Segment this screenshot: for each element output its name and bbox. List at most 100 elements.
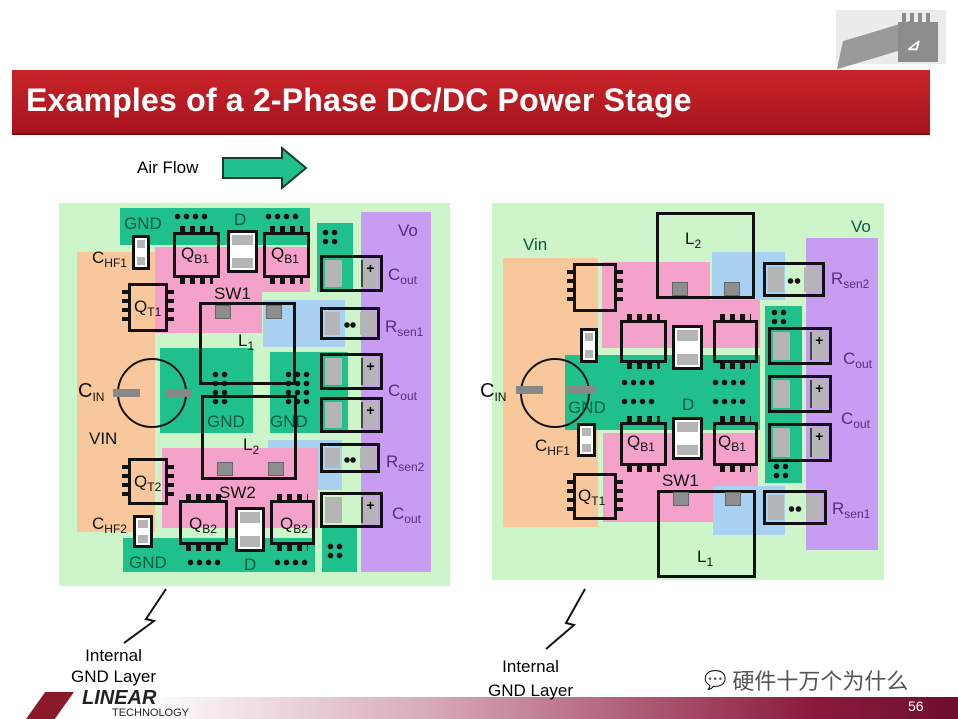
resistor-rsen1 [320,307,380,340]
label-qt2: QT2 [134,472,162,494]
label-qb1: QB1 [271,244,299,266]
label-cout: Cout [388,381,417,403]
l1-pad [673,492,689,506]
label-d: D [682,395,695,414]
vias [284,370,311,406]
capacitor-cout: + [768,423,832,462]
wechat-icon: 💬 [704,669,727,690]
vias [772,462,790,480]
label-rsen2: Rsen2 [386,452,425,474]
label-cin: CIN [78,380,105,404]
right-caption-line1: Internal [502,657,559,676]
resistor-rsen2 [320,443,380,473]
l1-pad [215,305,231,319]
l2-pad [672,282,688,296]
capacitor-cout: + [768,327,832,365]
logo-sub: TECHNOLOGY [112,707,190,719]
air-flow-arrow-icon [222,146,308,190]
label-l2: L2 [243,435,260,457]
capacitor-chf1 [132,235,150,270]
page-number: 56 [908,698,924,714]
air-flow-label: Air Flow [137,158,199,177]
slide-title: Examples of a 2-Phase DC/DC Power Stage [26,82,692,118]
vias [326,542,344,560]
label-sw1: SW1 [214,284,251,303]
watermark: 💬 硬件十万个为什么 [704,664,908,696]
vias [620,378,656,387]
logo-mark-icon [26,692,74,719]
label-gnd: GND [129,553,167,572]
label-vin: Vin [523,235,548,254]
label-cout: Cout [841,409,870,431]
capacitor-cout: + [768,375,832,413]
label-cout: Cout [843,349,872,371]
title-bar: Examples of a 2-Phase DC/DC Power Stage [12,70,930,135]
chip-qb2-left [179,494,228,551]
vias [186,558,222,567]
chip-qb2-right [713,314,758,369]
inductor-l1 [657,490,756,578]
chip-qb1-left [620,416,667,472]
label-gnd: GND [568,398,606,417]
l1-pad [266,305,282,319]
cin-pad [516,386,543,394]
inductor-l1 [199,302,296,385]
label-l2: L2 [685,229,702,251]
label-qb1: QB1 [718,432,746,454]
diode-d-bottom [672,417,703,460]
vias [711,397,747,406]
vias [173,212,209,221]
watermark-text: 硬件十万个为什么 [732,669,909,694]
capacitor-cout: + [320,492,383,528]
capacitor-cout: + [320,353,383,390]
lightning-pointer-icon [123,588,167,644]
logo-brand: LINEAR [82,687,157,709]
right-caption-line2: GND Layer [488,681,574,700]
resistor-rsen1 [763,490,827,525]
label-qt1: QT1 [578,486,606,508]
linear-logo: LINEAR TECHNOLOGY [20,688,210,719]
capacitor-cout: + [320,255,383,292]
inductor-l2 [201,395,297,480]
label-d: D [244,555,257,574]
resistor-rsen2 [763,262,825,297]
chip-qb2-left [620,314,667,369]
label-vo: Vo [851,217,871,236]
chip-qb1-left [173,226,220,284]
chip-qb1-right [713,416,758,472]
label-qb2: QB2 [280,514,308,536]
cin-pad [568,386,595,394]
label-qb1: QB1 [627,432,655,454]
l1-pad [725,492,741,506]
inductor-l2 [656,212,755,299]
cin-pad [113,389,140,397]
capacitor-chf2 [580,328,598,363]
chip-qb2-right [270,494,315,551]
chip-logo-image: ⊿ [836,10,946,70]
diode-d-top [227,230,258,273]
label-cout: Cout [392,504,421,526]
chip-qt1 [567,473,623,520]
vias [264,212,300,221]
label-rsen2: Rsen2 [831,269,870,291]
label-qb2: QB2 [189,514,217,536]
capacitor-chf1 [577,423,596,457]
footer-bar [0,697,958,719]
chip-qt2 [122,458,174,505]
label-qb1: QB1 [181,244,209,266]
label-l1: L1 [238,331,255,353]
label-chf1: CHF1 [535,436,570,458]
label-vo: Vo [398,221,418,240]
label-rsen1: Rsen1 [385,317,424,339]
label-l1: L1 [697,547,714,569]
chip-qt2 [567,263,623,312]
left-caption: Internal GND Layer [70,646,157,686]
label-vin: VIN [89,429,118,448]
label-gnd: GND [124,214,162,233]
label-d: D [234,210,247,229]
right-caption: Internal GND Layer [488,655,573,703]
diode-d-bottom [235,507,265,552]
vias [321,228,339,246]
chip-qb1-right [263,226,310,284]
l2-pad [268,462,284,476]
